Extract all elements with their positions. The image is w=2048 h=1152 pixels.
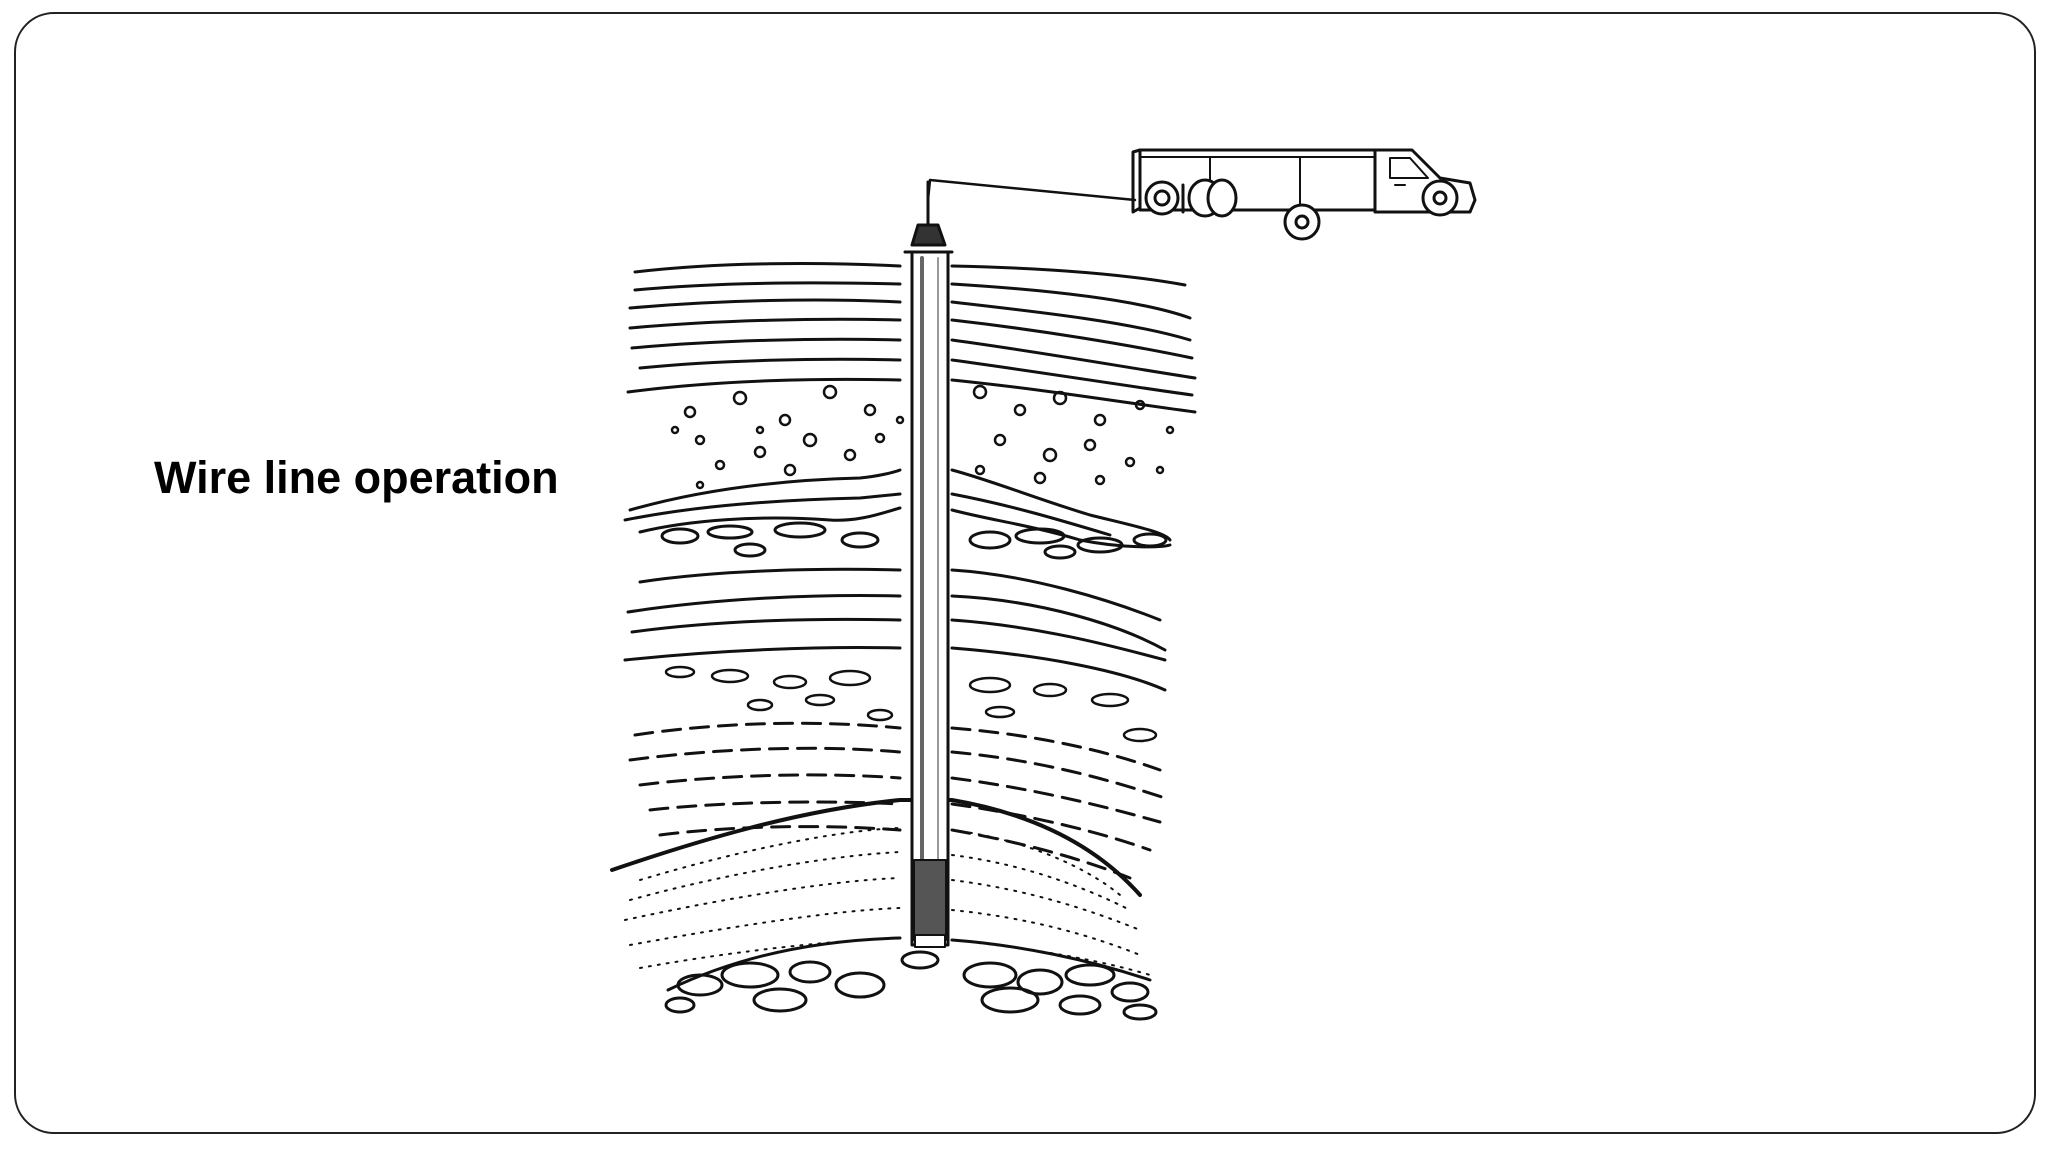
strata-lower-layers — [623, 567, 1167, 692]
slide-caption: Wire line operation — [154, 452, 559, 503]
wireline-cable — [926, 178, 1137, 202]
strata-dashed-layer — [628, 721, 1167, 880]
logging-sonde — [913, 859, 947, 941]
strata-stone-band — [664, 665, 1158, 743]
strata-pebble-layer — [670, 384, 1175, 490]
truck-front-wheel — [1421, 179, 1459, 217]
slide-frame — [14, 12, 2036, 1134]
borehole-tool — [910, 250, 950, 948]
truck-rear-wheel — [1283, 203, 1321, 241]
strata-bottom-rubble — [664, 936, 1158, 1021]
cable-reel — [1144, 178, 1238, 218]
wellhead — [903, 180, 954, 254]
strata-top-layers — [626, 262, 1197, 414]
logging-truck — [1131, 148, 1477, 241]
strata-middle-layer — [623, 468, 1172, 560]
